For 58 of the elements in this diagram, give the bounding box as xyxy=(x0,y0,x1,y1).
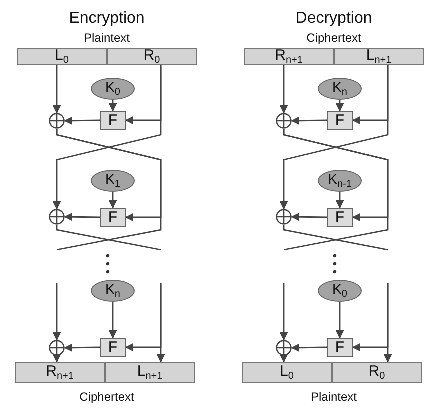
section-heading: Decryption xyxy=(296,10,372,28)
arrow xyxy=(52,65,162,210)
function-box: F xyxy=(100,208,126,227)
arrow xyxy=(291,344,327,352)
arrow xyxy=(52,354,62,363)
function-box: F xyxy=(327,111,353,130)
arrow xyxy=(280,354,288,363)
function-box: F xyxy=(100,111,126,130)
arrow xyxy=(336,302,344,339)
caption-label: Ciphertext xyxy=(80,390,134,404)
arrow xyxy=(108,100,118,112)
function-box: F xyxy=(327,208,353,227)
key-ellipse: K$_{n}$ xyxy=(318,78,362,100)
caption-label: Plaintext xyxy=(310,390,358,404)
arrow xyxy=(156,283,166,363)
arrow xyxy=(64,344,100,352)
xor-symbol xyxy=(276,340,292,356)
arrow xyxy=(291,116,327,126)
arrow xyxy=(384,283,392,363)
arrow xyxy=(52,283,62,341)
arrow xyxy=(280,65,288,114)
arrow xyxy=(280,283,288,341)
arrow xyxy=(64,116,100,126)
arrow xyxy=(108,192,118,209)
key-ellipse: K$_{0}$ xyxy=(318,280,362,302)
caption-label: Ciphertext xyxy=(306,31,362,45)
arrow xyxy=(336,100,344,112)
function-box: F xyxy=(100,338,126,357)
connector-line xyxy=(56,129,162,251)
connector-line xyxy=(283,225,388,251)
data-block: R$_{n+1}$ xyxy=(15,362,105,383)
arrow xyxy=(52,65,62,114)
xor-symbol xyxy=(49,113,65,129)
section-heading: Encryption xyxy=(69,10,145,28)
key-ellipse: K$_{n}$ xyxy=(91,280,135,302)
key-ellipse: K$_{0}$ xyxy=(91,78,135,100)
data-block: R$_{0}$ xyxy=(332,362,422,383)
arrow xyxy=(336,192,344,209)
key-ellipse: K$_{1}$ xyxy=(91,170,135,192)
arrow xyxy=(108,302,118,339)
data-block: L$_{0}$ xyxy=(17,48,107,65)
arrow xyxy=(291,212,327,222)
data-block: L$_{n+1}$ xyxy=(105,362,195,383)
function-box: F xyxy=(327,338,353,357)
key-ellipse: K$_{n-1}$ xyxy=(318,170,362,192)
data-block: L$_{n+1}$ xyxy=(334,48,424,65)
arrow xyxy=(64,212,100,222)
arrow xyxy=(280,65,389,210)
caption-label: Plaintext xyxy=(84,31,130,45)
xor-symbol xyxy=(276,209,292,225)
xor-symbol xyxy=(276,113,292,129)
data-block: R$_{n+1}$ xyxy=(244,48,334,65)
xor-symbol xyxy=(49,209,65,225)
xor-symbol xyxy=(49,340,65,356)
connector-line xyxy=(283,129,389,251)
data-block: R$_{0}$ xyxy=(107,48,197,65)
data-block: L$_{0}$ xyxy=(242,362,332,383)
connector-line xyxy=(56,225,162,251)
